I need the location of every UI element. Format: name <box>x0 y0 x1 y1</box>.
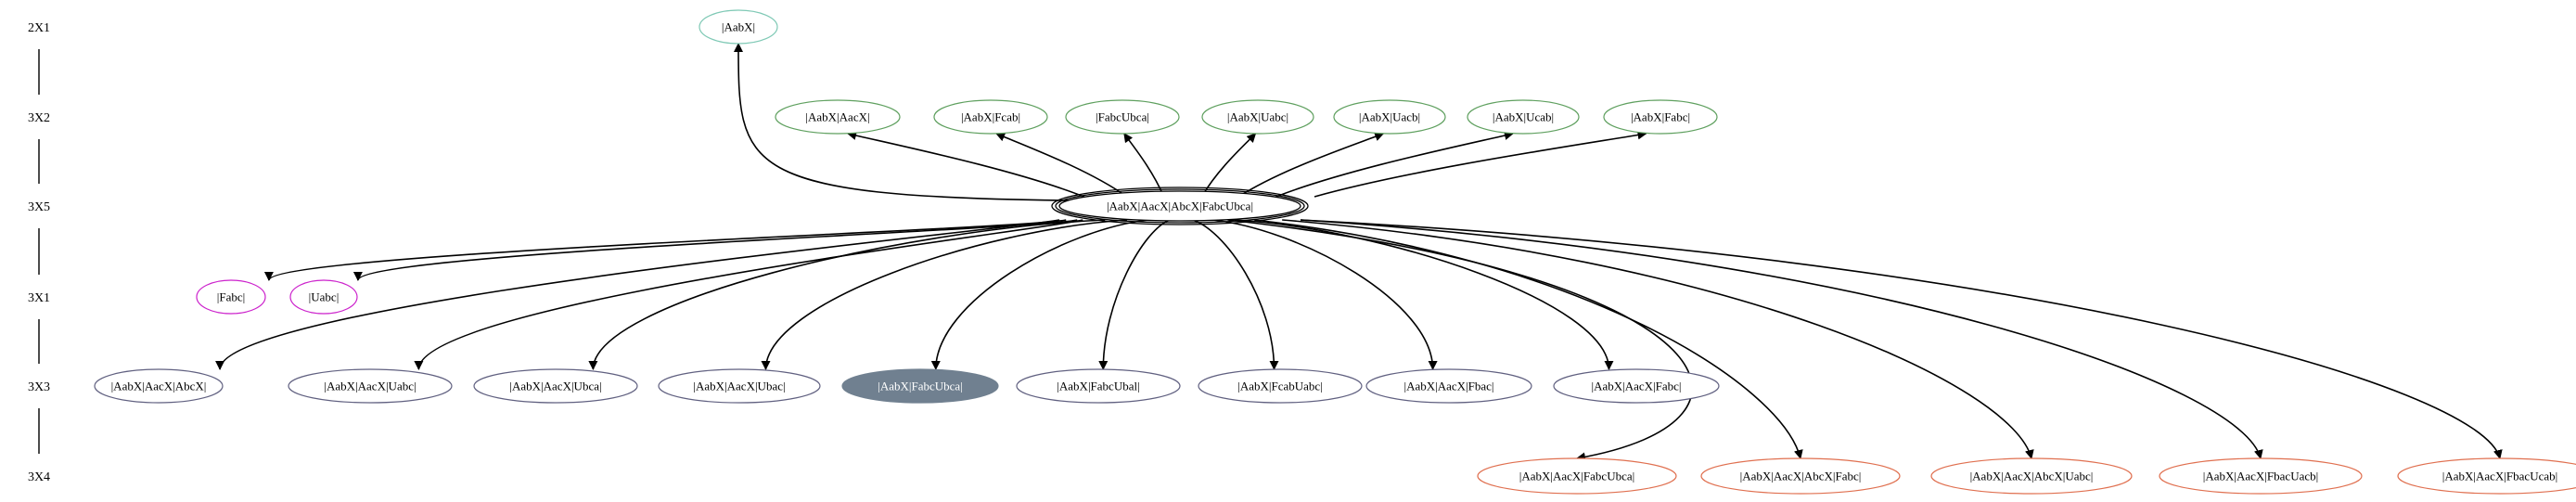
node-n-3x4-3[interactable]: |AabX|AacX|AbcX|Uabc| <box>1930 457 2133 495</box>
node-n-3x3-7[interactable]: |AabX|FcabUabc| <box>1198 368 1363 404</box>
node-label: |AabX|Fabc| <box>1631 110 1690 124</box>
node-label: |AabX| <box>722 20 755 34</box>
edge-layer <box>215 43 2503 462</box>
edge-center-to-n_3x3_6 <box>1098 219 1171 370</box>
node-n-3x3-3[interactable]: |AabX|AacX|Ubca| <box>473 368 638 404</box>
node-label: |AabX|AacX|AbcX|FabcUbca| <box>1107 200 1253 213</box>
rank-label-3x4: 3X4 <box>28 470 50 484</box>
node-label: |AabX|AacX|FbacUacb| <box>2203 470 2318 483</box>
node-n-3x3-9[interactable]: |AabX|AacX|Fabc| <box>1553 368 1720 404</box>
node-n-3x2-1[interactable]: |AabX|AacX| <box>775 99 901 135</box>
node-n-3x2-4[interactable]: |AabX|Uabc| <box>1201 99 1314 135</box>
node-n-2x1[interactable]: |AabX| <box>698 9 778 45</box>
node-layer: |AabX|AacX|AbcX|FabcUbca| |AabX| |AabX|Aac… <box>94 9 2576 495</box>
node-label: |AabX|AacX|FbacUcab| <box>2442 470 2557 483</box>
node-n-3x3-4[interactable]: |AabX|AacX|Ubac| <box>658 368 821 404</box>
rank-label-2x1: 2X1 <box>28 21 50 35</box>
edge-center-to-n_3x2_3 <box>1123 133 1165 198</box>
node-n-3x2-5[interactable]: |AabX|Uacb| <box>1333 99 1446 135</box>
node-n-3x3-8[interactable]: |AabX|AacX|Fbac| <box>1365 368 1532 404</box>
node-n-3x3-1[interactable]: |AabX|AacX|AbcX| <box>94 368 224 404</box>
center-node[interactable]: |AabX|AacX|AbcX|FabcUbca| <box>1051 187 1309 225</box>
node-n-3x2-3[interactable]: |FabcUbca| <box>1065 99 1180 135</box>
edge-center-to-n_3x4_2 <box>1254 219 1803 459</box>
edge-center-to-n_3x3_7 <box>1191 219 1279 370</box>
node-label: |AabX|AacX|Uabc| <box>324 380 416 393</box>
node-label: |AabX|AacX|AbcX|Uabc| <box>1970 470 2094 483</box>
edge-center-to-n_3x1_2 <box>353 219 1078 281</box>
node-n-3x3-2[interactable]: |AabX|AacX|Uabc| <box>288 368 453 404</box>
node-n-3x4-2[interactable]: |AabX|AacX|AbcX|Fabc| <box>1700 457 1901 495</box>
edge-center-to-n_3x1_1 <box>264 219 1067 281</box>
node-label: |AabX|AacX|Ubac| <box>693 380 785 393</box>
node-label: |AabX|Uacb| <box>1359 110 1420 124</box>
edge-center-to-n_3x4_5 <box>1300 219 2503 459</box>
edge-center-to-n_3x3_8 <box>1211 219 1438 370</box>
node-label: |AabX|AacX|Fbac| <box>1403 380 1493 393</box>
edge-center-to-n_3x4_3 <box>1282 219 2034 459</box>
rank-label-3x1: 3X1 <box>28 291 50 305</box>
edge-center-to-n_3x4_1 <box>1227 219 1693 462</box>
node-label: |AabX|AacX|Ubca| <box>509 380 601 393</box>
edge-center-to-n_3x2_7 <box>1314 130 1647 198</box>
rank-label-3x3: 3X3 <box>28 380 50 394</box>
edge-center-to-n_3x3_4 <box>761 219 1128 370</box>
node-label: |AabX|FabcUbal| <box>1057 380 1139 393</box>
edge-center-to-n_3x3_9 <box>1234 219 1614 370</box>
rank-label-3x2: 3X2 <box>28 111 50 125</box>
rank-label-3x5: 3X5 <box>28 200 50 214</box>
node-label: |AabX|Fcab| <box>961 110 1020 124</box>
node-n-3x4-1[interactable]: |AabX|AacX|FabcUbca| <box>1477 457 1677 495</box>
edge-center-to-n_3x3_1 <box>215 219 1060 370</box>
edge-center-to-n_3x2_4 <box>1200 133 1257 198</box>
node-n-3x2-2[interactable]: |AabX|Fcab| <box>933 99 1048 135</box>
edge-center-to-n_3x2_1 <box>847 131 1084 198</box>
node-n-3x4-4[interactable]: |AabX|AacX|FbacUacb| <box>2159 457 2363 495</box>
node-n-3x2-6[interactable]: |AabX|Ucab| <box>1467 99 1580 135</box>
edge-center-to-n_3x2_6 <box>1275 131 1514 198</box>
node-n-3x2-7[interactable]: |AabX|Fabc| <box>1603 99 1718 135</box>
node-n-3x3-5[interactable]: |AabX|FabcUbca| <box>841 368 999 404</box>
edge-center-to-n_3x2_2 <box>995 132 1128 198</box>
node-n-3x3-6[interactable]: |AabX|FabcUbal| <box>1016 368 1181 404</box>
rank-axis: 2X1 3X2 3X5 3X1 3X3 3X4 <box>28 21 50 484</box>
edge-center-to-n_3x3_2 <box>414 219 1083 370</box>
node-label: |AabX|AacX|AbcX| <box>111 380 207 393</box>
node-label: |Fabc| <box>217 290 245 304</box>
node-label: |AabX|AacX|AbcX|Fabc| <box>1740 470 1862 483</box>
edge-center-to-n_3x3_5 <box>930 219 1149 370</box>
node-label: |AabX|AacX|Fabc| <box>1591 380 1681 393</box>
edge-center-to-n_3x4_4 <box>1300 219 2263 459</box>
node-label: |AabX|AacX|FabcUbca| <box>1519 470 1634 483</box>
node-label: |AabX|FabcUbca| <box>878 380 963 393</box>
node-n-3x1-2[interactable]: |Uabc| <box>289 279 358 315</box>
node-label: |AabX|Ucab| <box>1493 110 1554 124</box>
edge-center-to-n_3x3_3 <box>588 219 1106 370</box>
node-n-3x4-5[interactable]: |AabX|AacX|FbacUcab| <box>2397 457 2576 495</box>
edge-center-to-n_3x2_5 <box>1237 132 1385 198</box>
node-label: |AabX|FcabUabc| <box>1237 380 1323 393</box>
edge-center-to-n_2x1 <box>734 43 1070 201</box>
node-label: |FabcUbca| <box>1096 110 1149 124</box>
node-n-3x1-1[interactable]: |Fabc| <box>196 279 266 315</box>
node-label: |AabX|Uabc| <box>1227 110 1288 124</box>
node-label: |Uabc| <box>309 290 340 304</box>
node-label: |AabX|AacX| <box>805 110 869 124</box>
